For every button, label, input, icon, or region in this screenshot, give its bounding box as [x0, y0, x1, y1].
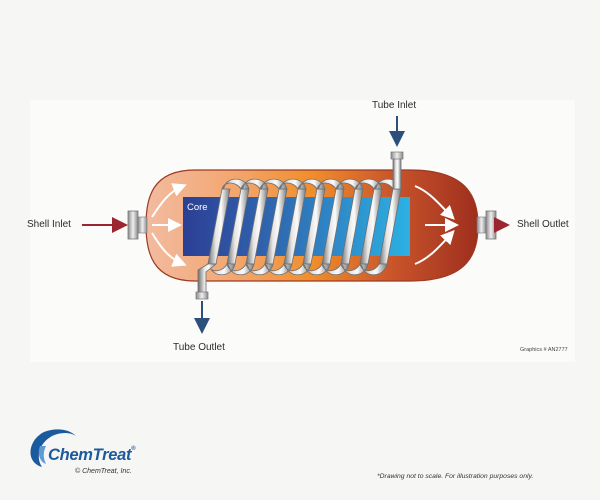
brand-name: ChemTreat — [48, 446, 132, 464]
graphics-number: Graphics # AN2777 — [520, 347, 568, 353]
registered-mark: ® — [131, 446, 136, 452]
core-label: Core — [187, 202, 208, 213]
tube-outlet-pipe — [195, 263, 218, 300]
tube-inlet-pipe — [390, 151, 404, 190]
tube-outlet-label: Tube Outlet — [173, 342, 225, 353]
chemtreat-logo-icon — [30, 429, 76, 467]
outlet-flow-arrows — [414, 185, 459, 265]
copyright-text: © ChemTreat, Inc. — [75, 468, 132, 475]
brand-logo: ChemTreat® — [48, 446, 136, 465]
disclaimer-text: *Drawing not to scale. For illustration … — [377, 473, 534, 480]
inlet-flow-arrows — [151, 183, 187, 267]
tube-inlet-label: Tube Inlet — [372, 100, 417, 111]
shell-inlet-flange — [127, 210, 139, 240]
shell-outlet-flange — [476, 216, 487, 234]
shell-inlet-label: Shell Inlet — [27, 219, 71, 230]
shell-outlet-label: Shell Outlet — [517, 219, 569, 230]
